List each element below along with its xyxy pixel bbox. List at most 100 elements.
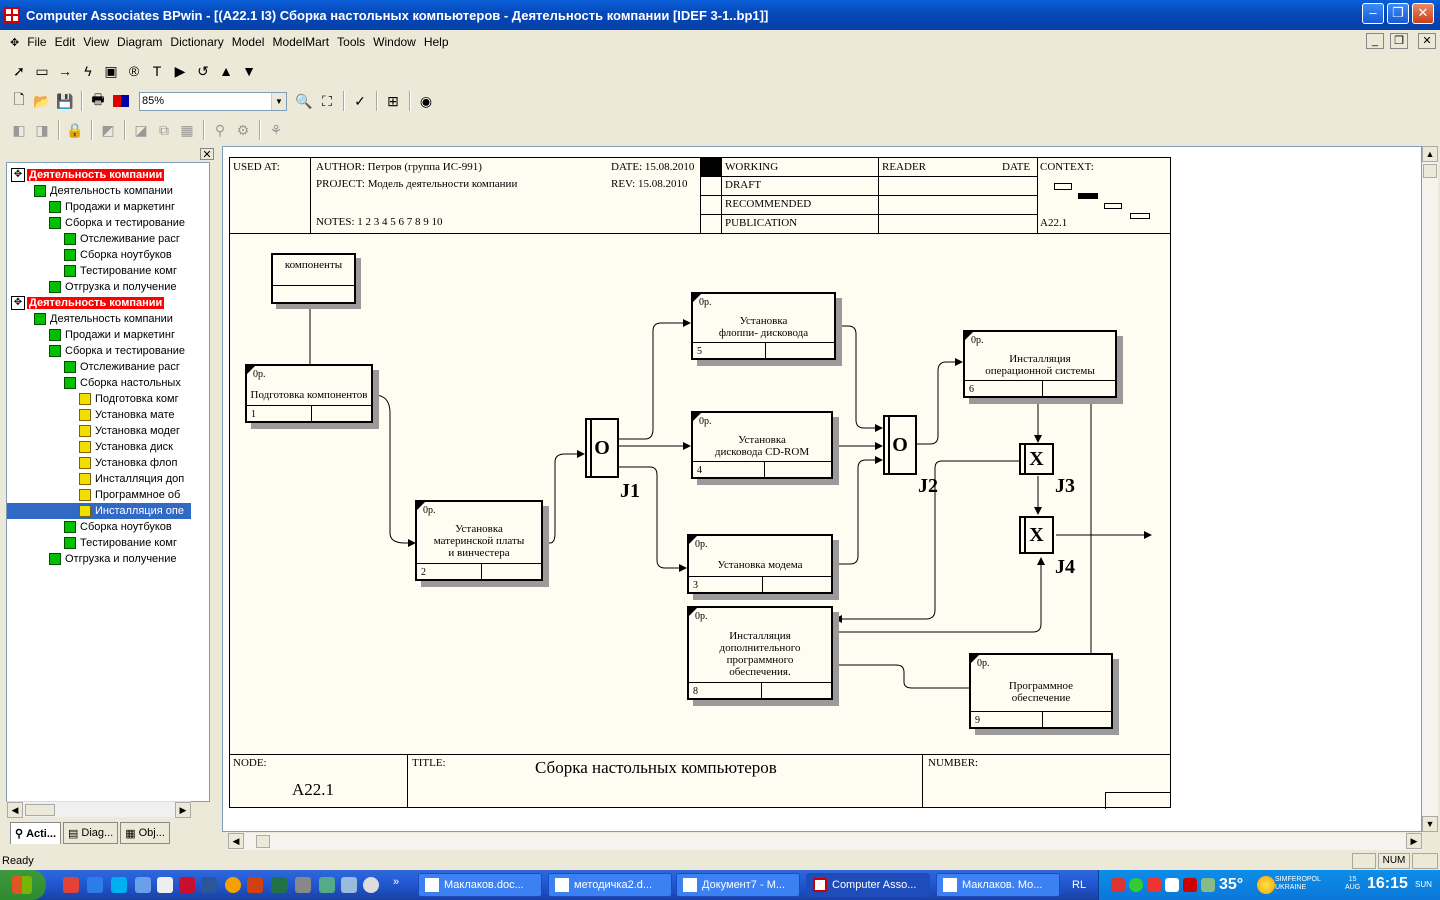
- activity-box-5[interactable]: 0р. Установка флоппи- дисковода 5: [691, 292, 836, 360]
- menu-modelmart[interactable]: ModelMart: [272, 35, 330, 49]
- squiggle-tool-icon[interactable]: ϟ: [84, 63, 92, 79]
- excel-icon[interactable]: [271, 877, 287, 893]
- tab-diagrams[interactable]: ▤Diag...: [63, 822, 119, 844]
- mdi-close-button[interactable]: ✕: [1418, 33, 1436, 49]
- chrome-icon[interactable]: [63, 877, 79, 893]
- activity-box-9[interactable]: 0р. Программное обеспечение 9: [969, 653, 1113, 729]
- app-icon[interactable]: [319, 877, 335, 893]
- tree-item[interactable]: Подготовка комг: [79, 391, 179, 407]
- tree-item[interactable]: Отслеживание расг: [64, 231, 180, 247]
- menu-view[interactable]: View: [83, 35, 110, 49]
- chevron-right-icon[interactable]: »: [393, 876, 400, 888]
- mm-save-icon[interactable]: ◪: [134, 121, 148, 138]
- tree-item[interactable]: ✥Деятельность компании: [11, 295, 165, 311]
- pdf-icon[interactable]: [179, 877, 195, 893]
- junction-j2[interactable]: O: [883, 415, 917, 475]
- pointer-tool-icon[interactable]: ➚: [13, 62, 25, 79]
- tab-activities[interactable]: ⚲Acti...: [10, 822, 62, 844]
- media-icon[interactable]: [225, 877, 241, 893]
- tree-item[interactable]: Сборка ноутбуков: [64, 519, 172, 535]
- modelmart-icon[interactable]: ◉: [419, 92, 433, 109]
- text-tool-icon[interactable]: T: [152, 63, 162, 79]
- tree-item[interactable]: ✥Деятельность компании: [11, 167, 165, 183]
- tray-icon[interactable]: [1147, 878, 1161, 892]
- activity-box-4[interactable]: 0р. Установка дисковода CD-ROM 4: [691, 411, 833, 479]
- tray-icon[interactable]: [1129, 878, 1143, 892]
- powerpoint-icon[interactable]: [247, 877, 263, 893]
- box-tool-icon[interactable]: ▭: [35, 62, 49, 79]
- files-icon[interactable]: [157, 877, 173, 893]
- scroll-left-icon[interactable]: ◀: [228, 833, 244, 849]
- activity-box-6[interactable]: 0р. Инсталляция операционной системы 6: [963, 330, 1117, 398]
- network-icon[interactable]: [341, 877, 357, 893]
- tray-icon[interactable]: [1165, 878, 1179, 892]
- tree-item[interactable]: Сборка и тестирование: [49, 343, 185, 359]
- mm-admin-icon[interactable]: ⚘: [269, 121, 283, 138]
- doc-icon[interactable]: ✥: [10, 36, 20, 49]
- tree-item[interactable]: Тестирование комг: [64, 263, 177, 279]
- close-button[interactable]: ✕: [1412, 3, 1434, 24]
- tree-item[interactable]: Установка диск: [79, 439, 173, 455]
- tree-item[interactable]: Сборка ноутбуков: [64, 247, 172, 263]
- junction-j3[interactable]: X: [1019, 443, 1054, 475]
- tree-item[interactable]: Тестирование комг: [64, 535, 177, 551]
- scroll-thumb[interactable]: [25, 804, 55, 816]
- language-indicator[interactable]: RL: [1072, 879, 1087, 891]
- spell-check-icon[interactable]: ✓: [354, 92, 366, 109]
- activity-box-2[interactable]: 0р. Установка материнской платы и винчес…: [415, 500, 543, 581]
- new-file-icon[interactable]: 🗋: [13, 91, 25, 107]
- tree-item[interactable]: Деятельность компании: [34, 183, 173, 199]
- tree-item[interactable]: Сборка и тестирование: [49, 215, 185, 231]
- minimize-button[interactable]: ‒: [1362, 3, 1384, 24]
- zoom-select[interactable]: 85%▼: [139, 91, 287, 111]
- chevron-down-icon[interactable]: ▼: [271, 92, 286, 110]
- undo-icon[interactable]: ↺: [197, 62, 209, 79]
- tree-item[interactable]: Программное об: [79, 487, 180, 503]
- mm-connect-icon[interactable]: ◧: [12, 121, 26, 138]
- mm-merge-icon[interactable]: ⧉: [159, 121, 169, 138]
- tree-item[interactable]: Сборка настольных: [64, 375, 181, 391]
- mdi-restore-button[interactable]: ❐: [1390, 33, 1408, 49]
- mdi-minimize-button[interactable]: _: [1366, 33, 1384, 49]
- explorer-close-icon[interactable]: ✕: [200, 148, 214, 161]
- go-up-icon[interactable]: ▲: [219, 63, 233, 79]
- referent-tool-icon[interactable]: ▣: [104, 62, 118, 79]
- menu-file[interactable]: File: [27, 35, 47, 49]
- mm-report-icon[interactable]: ⚲: [214, 121, 226, 138]
- activity-box-1[interactable]: 0р. Подготовка компонентов 1: [245, 364, 373, 423]
- junction-j1[interactable]: O: [585, 418, 619, 478]
- junction-j4[interactable]: X: [1019, 516, 1054, 554]
- scroll-down-icon[interactable]: ▼: [1422, 816, 1438, 832]
- tree-item[interactable]: Инсталляция доп: [79, 471, 184, 487]
- menu-model[interactable]: Model: [231, 35, 265, 49]
- scroll-right-icon[interactable]: ▶: [1406, 833, 1422, 849]
- activity-box-3[interactable]: 0р. Установка модема 3: [687, 534, 833, 594]
- model-explorer-icon[interactable]: ⊞: [387, 92, 399, 109]
- tree-horizontal-scrollbar[interactable]: ◀ ▶: [7, 801, 191, 818]
- volume-icon[interactable]: [1201, 878, 1215, 892]
- scroll-up-icon[interactable]: ▲: [1422, 146, 1438, 162]
- mm-disconnect-icon[interactable]: ◨: [35, 121, 49, 138]
- vertical-scrollbar[interactable]: ▲ ▼: [1422, 146, 1438, 832]
- tab-objects[interactable]: ▦Obj...: [120, 822, 170, 844]
- save-icon[interactable]: 💾: [56, 92, 74, 109]
- zoom-fit-icon[interactable]: ⛶: [322, 92, 332, 109]
- tree-item[interactable]: Установка флоп: [79, 455, 177, 471]
- activity-box-8[interactable]: 0р. Инсталляция дополнительного программ…: [687, 606, 833, 700]
- tree-item[interactable]: Установка модег: [79, 423, 180, 439]
- mm-tool-icon[interactable]: ⚙: [236, 121, 250, 138]
- menu-dictionary[interactable]: Dictionary: [170, 35, 224, 49]
- scroll-right-icon[interactable]: ▶: [175, 802, 191, 818]
- tree-item[interactable]: Инсталляция опе: [7, 503, 191, 519]
- taskbar-button[interactable]: методичка2.d...: [548, 873, 672, 897]
- mm-grid-icon[interactable]: ▦: [180, 121, 194, 138]
- menu-help[interactable]: Help: [423, 35, 449, 49]
- go-child-icon[interactable]: ▶: [174, 62, 186, 79]
- zoom-in-icon[interactable]: 🔍: [295, 92, 313, 109]
- clock[interactable]: 16:15: [1367, 875, 1408, 892]
- arrow-tool-icon[interactable]: →: [58, 63, 72, 79]
- menu-edit[interactable]: Edit: [54, 35, 76, 49]
- print-icon[interactable]: 🖶: [91, 91, 105, 107]
- tree-item[interactable]: Отгрузка и получение: [49, 279, 177, 295]
- go-down-icon[interactable]: ▼: [242, 63, 256, 79]
